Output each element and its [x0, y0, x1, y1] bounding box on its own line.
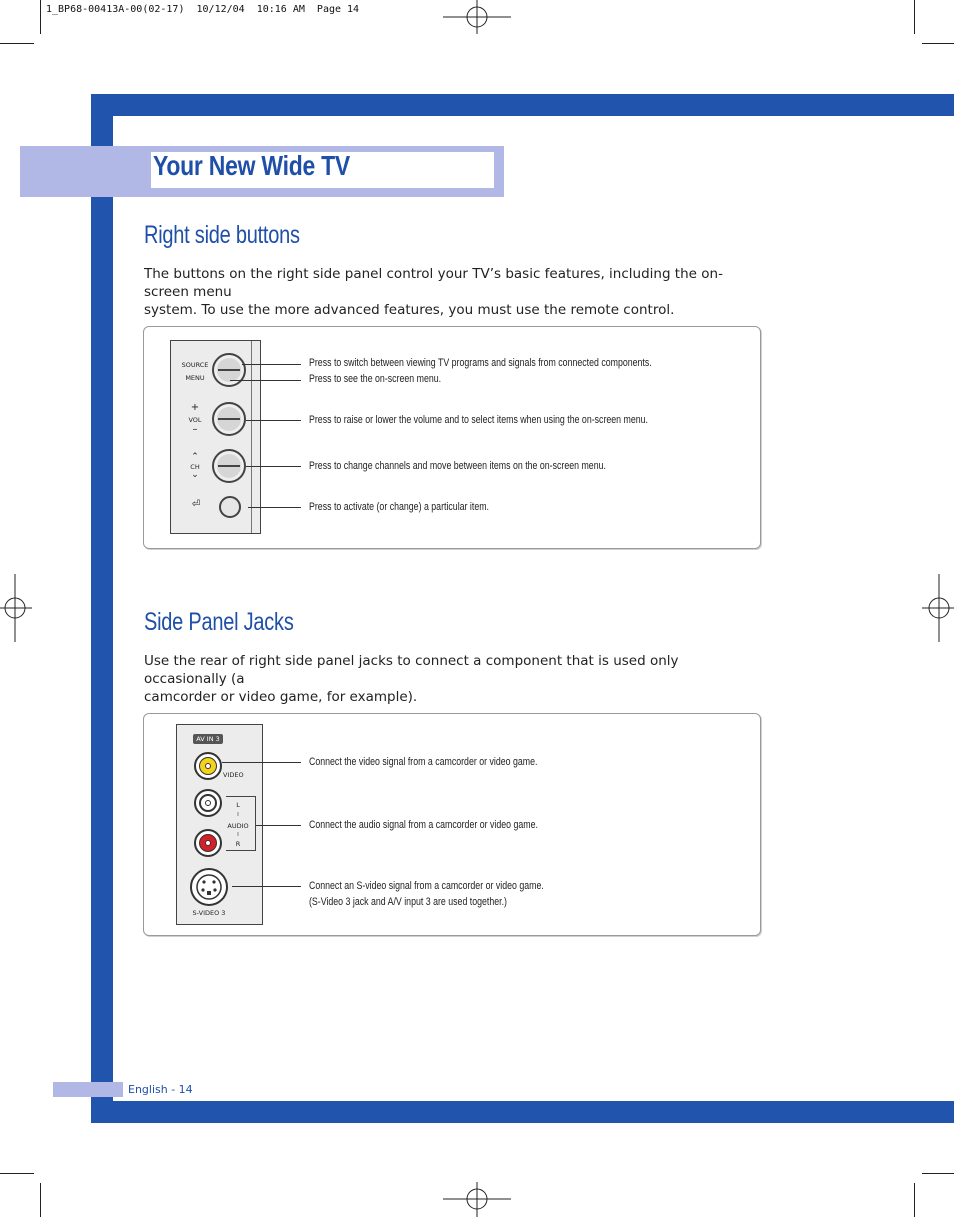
frame-bottom-bar: [91, 1101, 954, 1123]
audio-bracket: [226, 796, 256, 851]
footer-band: [53, 1082, 123, 1097]
leader-line: [230, 380, 301, 381]
page-number: English - 14: [128, 1083, 193, 1096]
leader-line: [232, 886, 301, 887]
section-heading-right-side-buttons: Right side buttons: [144, 221, 300, 249]
video-label: VIDEO: [223, 771, 244, 779]
callout-channel: Press to change channels and move betwee…: [309, 460, 606, 472]
paragraph-line: camcorder or video game, for example).: [144, 689, 418, 705]
audio-label: AUDIO: [227, 822, 249, 830]
frame-left-bar: [91, 94, 113, 1123]
vol-label: VOL: [188, 416, 202, 424]
svideo-pins-icon: [196, 874, 222, 900]
paragraph-line: The buttons on the right side panel cont…: [144, 266, 723, 300]
callout-svideo-note: (S-Video 3 jack and A/V input 3 are used…: [309, 896, 507, 908]
enter-button[interactable]: [219, 496, 241, 518]
section-heading-side-panel-jacks: Side Panel Jacks: [144, 608, 294, 636]
ch-label: CH: [190, 463, 200, 471]
av-in-badge: AV IN 3: [193, 734, 223, 744]
source-menu-button[interactable]: [212, 353, 246, 387]
ch-down-label: ⌄: [191, 470, 199, 480]
callout-video: Connect the video signal from a camcorde…: [309, 756, 538, 768]
callout-enter: Press to activate (or change) a particul…: [309, 501, 489, 513]
callout-audio: Connect the audio signal from a camcorde…: [309, 819, 538, 831]
svideo-label: S-VIDEO 3: [192, 909, 226, 917]
callout-source: Press to switch between viewing TV progr…: [309, 357, 652, 369]
audio-l-label: L: [236, 801, 240, 809]
side-panel-jacks-paragraph: Use the rear of right side panel jacks t…: [144, 652, 754, 706]
leader-line: [248, 507, 301, 508]
paragraph-line: Use the rear of right side panel jacks t…: [144, 653, 679, 687]
audio-left-jack-pin: [205, 800, 211, 806]
leader-line: [246, 420, 301, 421]
ch-up-label: ⌃: [191, 452, 199, 462]
divider-mark: I: [237, 812, 239, 818]
callout-volume: Press to raise or lower the volume and t…: [309, 414, 648, 426]
leader-line: [246, 466, 301, 467]
volume-button[interactable]: [212, 402, 246, 436]
vol-plus-label: +: [190, 402, 200, 413]
menu-label: MENU: [185, 374, 205, 382]
page-title: Your New Wide TV: [153, 150, 350, 181]
leader-line: [256, 825, 301, 826]
frame-top-bar: [91, 94, 954, 116]
right-side-buttons-paragraph: The buttons on the right side panel cont…: [144, 265, 754, 319]
audio-right-jack-pin: [205, 840, 211, 846]
print-header: 1_BP68-00413A-00(02-17) 10/12/04 10:16 A…: [46, 4, 360, 15]
channel-button[interactable]: [212, 449, 246, 483]
paragraph-line: system. To use the more advanced feature…: [144, 302, 675, 318]
source-label: SOURCE: [181, 361, 209, 369]
enter-icon: ⏎: [191, 499, 201, 510]
vol-minus-label: –: [192, 424, 198, 435]
audio-r-label: R: [235, 840, 241, 848]
leader-line: [222, 762, 301, 763]
callout-menu: Press to see the on-screen menu.: [309, 373, 442, 385]
leader-line: [242, 364, 301, 365]
video-jack-pin: [205, 763, 211, 769]
divider-mark: I: [237, 832, 239, 838]
callout-svideo: Connect an S-video signal from a camcord…: [309, 880, 544, 892]
title-box: [149, 150, 496, 190]
